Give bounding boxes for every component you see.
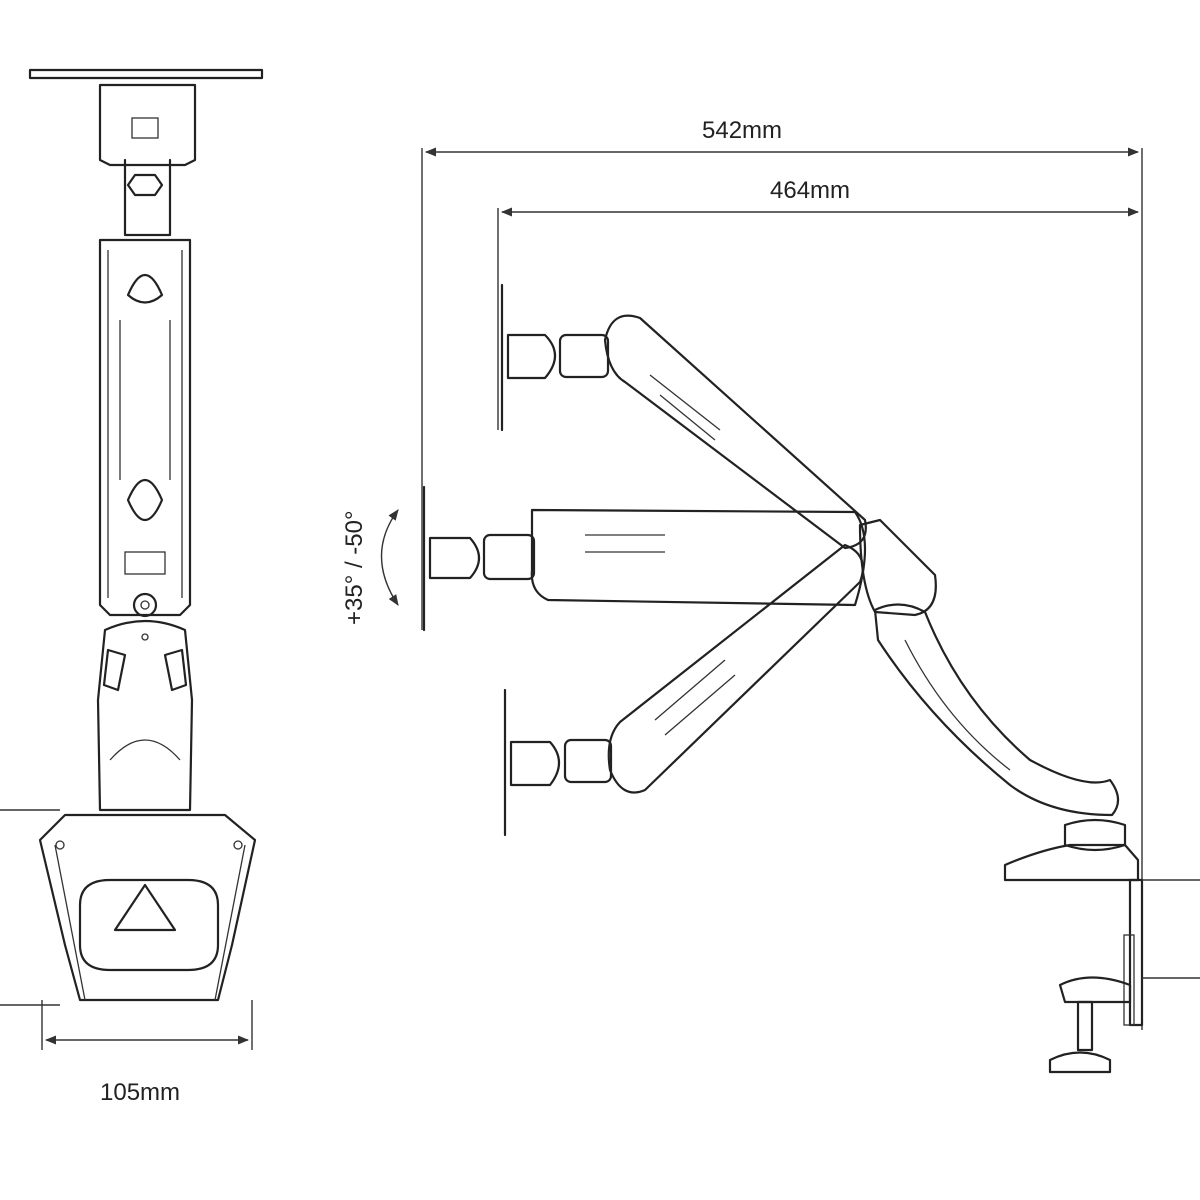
tilt-head-slot	[131, 117, 159, 139]
label-upper	[649, 374, 721, 441]
side-view	[380, 147, 1200, 1074]
lower-arm-curve	[109, 739, 181, 761]
elbow-pivot	[132, 592, 158, 618]
cable-housing	[78, 878, 220, 972]
desk-base	[1003, 843, 1140, 882]
arm-lower-position	[503, 543, 864, 837]
clip-middle	[482, 533, 536, 581]
arm-middle-position	[422, 485, 867, 632]
lower-arm-screw	[141, 633, 149, 641]
tilt-head-lower	[509, 740, 561, 787]
tilt-arc	[380, 509, 399, 606]
upper-arm-cap-bottom	[126, 479, 164, 521]
label-lower	[654, 659, 736, 736]
tilt-head-upper	[506, 333, 557, 380]
clip-lower	[563, 738, 613, 784]
arm-reach-label: 464mm	[770, 177, 850, 204]
vesa-plate	[28, 68, 264, 80]
clip-upper	[558, 333, 610, 379]
elbow-pivot-center	[140, 600, 150, 610]
lower-arm-cutout-right	[163, 648, 188, 692]
lower-arm-side	[873, 603, 1120, 817]
lower-arm-cutout-left	[102, 648, 127, 692]
elbow-joint-side	[858, 518, 937, 617]
base-screw-right	[233, 840, 243, 850]
upper-arm-channel	[119, 320, 171, 480]
clamp-rail	[1123, 934, 1135, 1026]
clamp-knob	[1048, 1051, 1112, 1074]
elbow-clip	[124, 551, 166, 575]
upper-arm-lower-position	[607, 543, 864, 794]
clamp-screw	[1076, 1000, 1094, 1052]
head-neck	[123, 158, 172, 237]
tilt-head-middle	[428, 536, 481, 580]
arm-upper-position	[500, 283, 867, 550]
upper-arm-front	[98, 238, 192, 617]
total-reach-label: 542mm	[702, 117, 782, 144]
upper-arm-upper-position	[603, 314, 867, 550]
base-width-label: 105mm	[100, 1079, 180, 1106]
upper-arm-edges	[107, 250, 183, 598]
tilt-range-label: +35° / -50°	[341, 510, 368, 625]
clamp-jaw	[1058, 976, 1132, 1004]
tension-nut	[126, 173, 164, 197]
upper-arm-cap-top	[126, 274, 164, 304]
lower-arm-side-contour	[904, 639, 1011, 771]
upper-arm-middle-position	[530, 508, 867, 607]
lower-arm-front	[96, 619, 194, 812]
base-screw-left	[55, 840, 65, 850]
tilt-head	[98, 83, 197, 167]
front-view	[0, 68, 264, 1050]
base-housing	[38, 813, 257, 1002]
base-edges	[54, 844, 246, 1001]
clamp-plate	[1128, 878, 1144, 1027]
cable-clip	[113, 883, 177, 932]
label-middle	[585, 534, 665, 553]
